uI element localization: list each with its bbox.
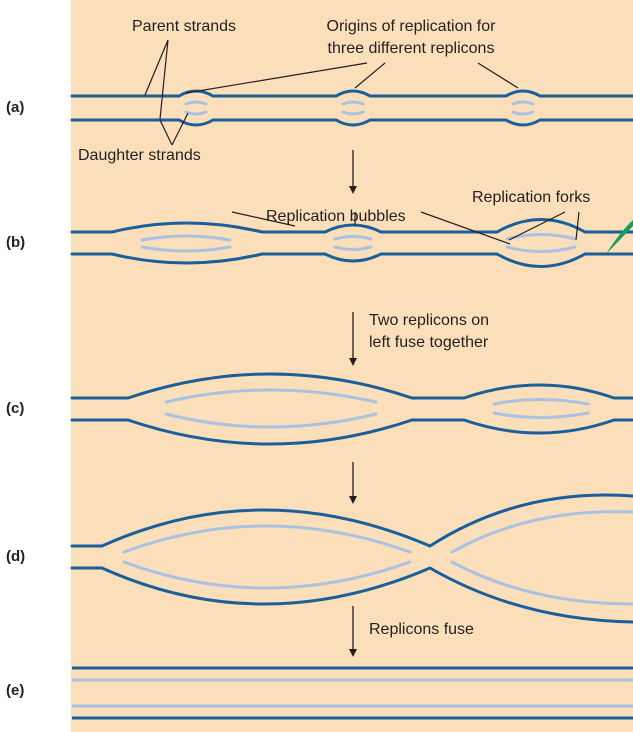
step-label-a: (a) <box>6 99 25 116</box>
label-replication-bubbles: Replication bubbles <box>266 208 406 225</box>
row-a-strands <box>70 89 633 127</box>
green-accent <box>606 220 633 254</box>
row-d-daughter-right <box>450 510 633 606</box>
row-a-daughter-3 <box>511 100 535 116</box>
step-label-d: (d) <box>6 548 26 565</box>
label-replicons-fuse: Replicons fuse <box>369 621 474 638</box>
row-c-daughter-1 <box>164 388 378 429</box>
row-b-daughter-2 <box>333 235 373 251</box>
row-a-daughter-2 <box>341 100 365 116</box>
row-a-parent-bottom <box>70 118 633 127</box>
row-b-parent-top <box>70 218 633 234</box>
label-origins-line1: Origins of replication for <box>326 18 496 35</box>
row-c-parent-bottom <box>70 418 633 446</box>
row-b-strands <box>70 218 633 268</box>
row-c-strands <box>70 372 633 446</box>
row-b-parent-bottom <box>70 252 633 268</box>
row-d-strands <box>70 493 633 624</box>
row-c-daughter-2 <box>492 398 590 419</box>
label-parent-strands: Parent strands <box>132 18 237 35</box>
label-two-replicons-line2: left fuse together <box>369 334 489 351</box>
row-c-parent-top <box>70 372 633 400</box>
step-label-e: (e) <box>6 682 25 699</box>
row-b-daughter-3 <box>505 233 577 253</box>
row-d-parent-top <box>70 493 633 548</box>
row-d-parent-bottom <box>70 566 633 624</box>
row-b-leaders <box>231 211 580 245</box>
row-d-daughter-left <box>122 524 412 590</box>
row-e-strands <box>72 666 633 720</box>
row-b-daughter-1 <box>140 234 232 253</box>
row-a-daughter-1 <box>184 100 208 116</box>
row-a-parent-top <box>70 89 633 98</box>
row-a-leaders <box>144 39 519 146</box>
label-replication-forks: Replication forks <box>472 189 591 206</box>
label-two-replicons-line1: Two replicons on <box>369 312 490 329</box>
step-label-c: (c) <box>6 400 25 417</box>
label-origins-line2: three different replicons <box>327 40 495 57</box>
label-daughter-strands: Daughter strands <box>78 147 201 164</box>
step-label-b: (b) <box>6 234 26 251</box>
